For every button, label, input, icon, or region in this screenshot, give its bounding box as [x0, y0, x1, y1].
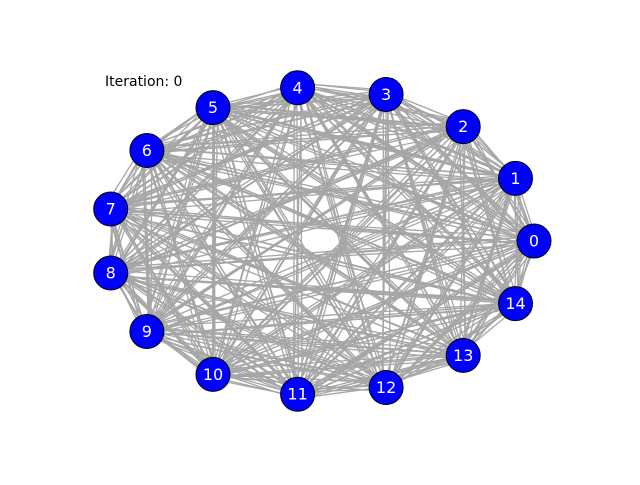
node-5: 5	[196, 91, 230, 125]
node-label: 8	[106, 264, 116, 283]
node-label: 12	[376, 378, 396, 397]
node-4: 4	[281, 71, 315, 105]
node-label: 7	[106, 200, 116, 219]
node-9: 9	[130, 315, 164, 349]
node-0: 0	[517, 224, 551, 258]
iteration-label: Iteration: 0	[105, 74, 182, 90]
node-7: 7	[94, 192, 128, 226]
node-label: 11	[287, 385, 307, 404]
node-label: 6	[142, 141, 152, 160]
node-3: 3	[369, 78, 403, 112]
node-label: 5	[208, 98, 218, 117]
node-label: 9	[142, 322, 152, 341]
node-label: 4	[293, 78, 303, 97]
node-label: 1	[510, 169, 520, 188]
node-13: 13	[446, 338, 480, 372]
node-label: 0	[529, 232, 539, 251]
edge-6-9	[151, 153, 152, 334]
node-14: 14	[499, 287, 533, 321]
node-11: 11	[281, 377, 315, 411]
node-1: 1	[499, 161, 533, 195]
node-label: 13	[453, 346, 473, 365]
node-10: 10	[196, 357, 230, 391]
node-label: 14	[505, 294, 525, 313]
node-label: 3	[381, 85, 391, 104]
node-label: 2	[458, 117, 468, 136]
node-2: 2	[446, 110, 480, 144]
node-12: 12	[369, 371, 403, 405]
node-6: 6	[130, 134, 164, 168]
node-label: 10	[203, 365, 223, 384]
node-8: 8	[94, 256, 128, 290]
